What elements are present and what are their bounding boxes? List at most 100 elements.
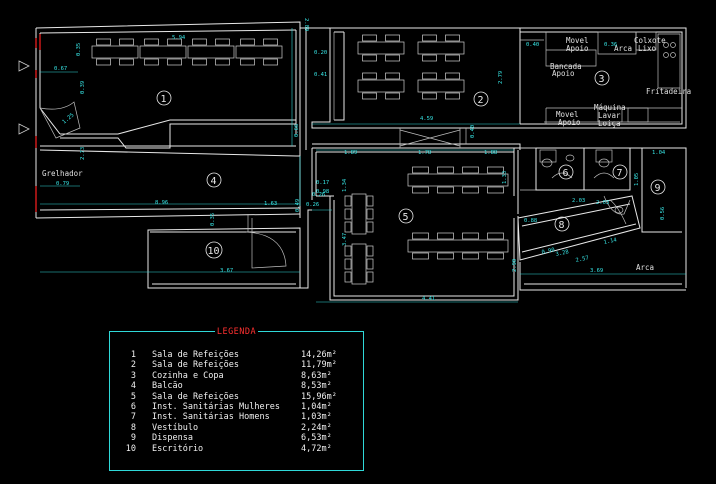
chair	[412, 252, 429, 260]
legend-room-number: 10	[125, 443, 136, 454]
dim-53: 0.56	[660, 207, 666, 220]
movel-apoio-1-label: Movel	[566, 36, 589, 45]
walls-service	[517, 147, 687, 291]
chair	[119, 38, 134, 46]
dim-26: 2.80	[303, 18, 309, 31]
walls-corridor	[312, 128, 686, 150]
bancada-label: Bancada	[550, 62, 582, 71]
chair	[462, 186, 479, 194]
dim-38: 3.47	[342, 233, 348, 246]
chair	[366, 271, 374, 283]
grelhador-label: Grelhador	[42, 169, 83, 178]
dim-3: 5.94	[172, 35, 186, 41]
chair	[366, 221, 374, 233]
legend-room-area: 4,72m²	[301, 443, 332, 454]
legend-room-name: Balcão	[152, 381, 183, 392]
legend-room-number: 8	[130, 422, 136, 433]
chair	[192, 58, 207, 66]
legend-room-area: 8,63m²	[301, 370, 332, 381]
chair	[344, 208, 352, 220]
dim-10: 1.25	[61, 112, 75, 125]
arca-top-label: Arca	[614, 44, 632, 53]
chair	[445, 72, 460, 80]
legend-room-area: 15,96m²	[301, 391, 337, 402]
chair	[240, 38, 255, 46]
table	[139, 45, 187, 59]
chair	[412, 232, 429, 240]
room-number-1: 1	[161, 94, 167, 105]
equipment-labels: Grelhador Movel Apoio Bancada Apoio Colx…	[42, 36, 691, 272]
room-number-10: 10	[208, 246, 220, 257]
dim-39: 0.36	[604, 42, 617, 48]
room-number-5: 5	[403, 212, 409, 223]
table	[91, 45, 139, 59]
chair	[366, 258, 374, 270]
legend-room-number: 7	[130, 412, 136, 423]
chair	[119, 58, 134, 66]
room-number-2: 2	[478, 95, 484, 106]
dim-36: 1.33	[502, 171, 508, 184]
dining-tables-room2	[357, 34, 465, 100]
dim-8: 2.73	[80, 147, 86, 160]
chair	[385, 54, 400, 62]
chair	[240, 58, 255, 66]
dim-2: 0.35	[76, 43, 82, 56]
movel-apoio-1b-label: Apoio	[566, 44, 589, 53]
legend-room-number: 9	[130, 433, 136, 444]
dim-22: 1.78	[418, 150, 431, 156]
dim-25: 0.40	[470, 125, 476, 138]
dim-45: 2.03	[596, 200, 609, 206]
chair	[437, 252, 454, 260]
table	[417, 41, 465, 55]
table	[417, 79, 465, 93]
chair	[96, 38, 111, 46]
chair	[344, 221, 352, 233]
arca-bottom-label: Arca	[636, 263, 654, 272]
chair	[487, 186, 504, 194]
legend-room-number: 3	[130, 370, 136, 381]
dim-37: 1.34	[342, 178, 348, 192]
dim-15: 0.26	[306, 202, 319, 208]
chair	[344, 245, 352, 257]
legend-room-number: 5	[130, 391, 136, 402]
room-number-6: 6	[563, 168, 569, 179]
room-number-8: 8	[559, 220, 565, 231]
dim-18: 3.67	[220, 268, 233, 274]
bancada-apoio-label: Apoio	[552, 69, 575, 78]
dim-34: 3.69	[590, 268, 603, 274]
chair	[362, 72, 377, 80]
chair	[192, 38, 207, 46]
chair	[445, 34, 460, 42]
chair	[385, 34, 400, 42]
dim-7: 0.39	[80, 81, 86, 94]
dim-16: 0.17	[316, 180, 329, 186]
movel-apoio-2-label: Movel	[556, 110, 579, 119]
chair	[344, 195, 352, 207]
legend-room-name: Cozinha e Copa	[152, 370, 224, 381]
chair	[385, 72, 400, 80]
chair	[144, 58, 159, 66]
dim-1: 0.67	[54, 66, 67, 72]
chair	[96, 58, 111, 66]
walls	[35, 21, 312, 289]
chair	[487, 232, 504, 240]
chair	[462, 166, 479, 174]
dim-41: 1.05	[634, 173, 640, 186]
chair	[422, 54, 437, 62]
fritadeira-label: Fritadeira	[646, 87, 691, 96]
dim-21: 1.89	[344, 150, 357, 156]
dim-49: 2.57	[575, 255, 589, 264]
legend-room-area: 14,26m²	[301, 350, 337, 360]
legend-room-name: Vestíbulo	[152, 422, 199, 433]
table	[351, 243, 367, 285]
chair	[445, 92, 460, 100]
loica-label: Loiça	[598, 119, 621, 128]
legend-room-area: 1,04m²	[301, 402, 332, 412]
chair	[487, 166, 504, 174]
